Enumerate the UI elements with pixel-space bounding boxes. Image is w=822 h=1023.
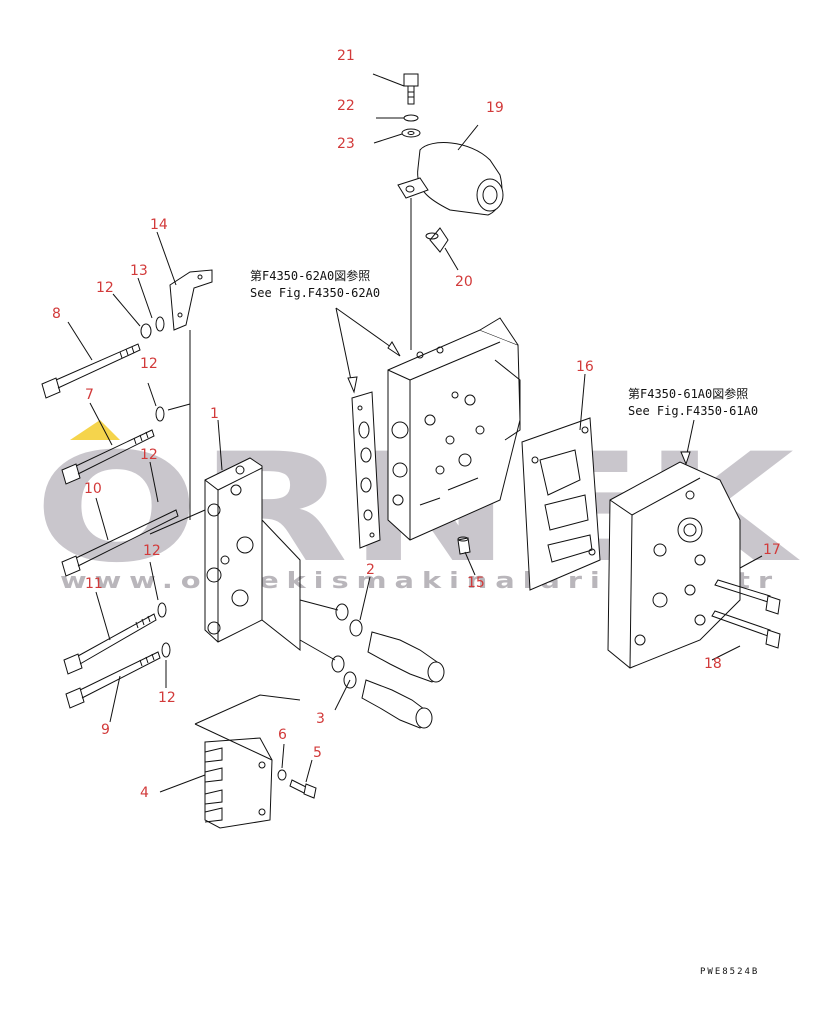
- label-2: 2: [366, 562, 375, 578]
- label-8: 8: [52, 306, 61, 322]
- reference-61a0-en: See Fig.F4350-61A0: [628, 404, 758, 418]
- label-21: 21: [337, 48, 355, 64]
- label-3: 3: [316, 711, 325, 727]
- gasket-16: [521, 417, 601, 591]
- label-16: 16: [576, 359, 594, 375]
- solenoid-valves: [299, 599, 445, 729]
- label-5: 5: [313, 745, 322, 761]
- label-14: 14: [150, 217, 168, 233]
- label-15: 15: [467, 575, 485, 591]
- bolt-10: [61, 509, 179, 577]
- bracket-14: [169, 269, 213, 520]
- right-valve-assembly: [607, 461, 781, 669]
- solenoid-assembly: [397, 73, 504, 350]
- label-22: 22: [337, 98, 355, 114]
- label-12-d: 12: [143, 543, 161, 559]
- valve-block-1: [204, 457, 301, 652]
- part-labels: 1 2 3 4 5 6 7 8 9 10 11 12 12 12 12 12 1…: [52, 48, 781, 801]
- drawing-code: PWE8524B: [700, 967, 759, 977]
- separator-plate: [351, 391, 381, 549]
- label-12-a: 12: [96, 280, 114, 296]
- label-12-c: 12: [140, 447, 158, 463]
- label-17: 17: [763, 542, 781, 558]
- label-4: 4: [140, 785, 149, 801]
- watermark-accent-shape: [70, 420, 120, 440]
- label-23: 23: [337, 136, 355, 152]
- label-20: 20: [455, 274, 473, 290]
- bolt-9: [65, 651, 161, 709]
- cover-plate-4: [194, 694, 301, 829]
- label-18: 18: [704, 656, 722, 672]
- reference-62a0-jp: 第F4350-62A0図参照: [250, 268, 370, 283]
- label-9: 9: [101, 722, 110, 738]
- bolt-11: [63, 613, 157, 675]
- bolt-8: [41, 343, 141, 399]
- label-6: 6: [278, 727, 287, 743]
- label-19: 19: [486, 100, 504, 116]
- label-7: 7: [85, 387, 94, 403]
- label-10: 10: [84, 481, 102, 497]
- label-11: 11: [85, 576, 103, 592]
- label-13: 13: [130, 263, 148, 279]
- label-12-e: 12: [158, 690, 176, 706]
- main-valve-body: [387, 317, 521, 541]
- reference-62a0-en: See Fig.F4350-62A0: [250, 286, 380, 300]
- label-1: 1: [210, 406, 219, 422]
- reference-61a0-jp: 第F4350-61A0図参照: [628, 386, 748, 401]
- label-12-b: 12: [140, 356, 158, 372]
- bolt-7: [61, 429, 155, 485]
- leader-lines: [67, 73, 763, 793]
